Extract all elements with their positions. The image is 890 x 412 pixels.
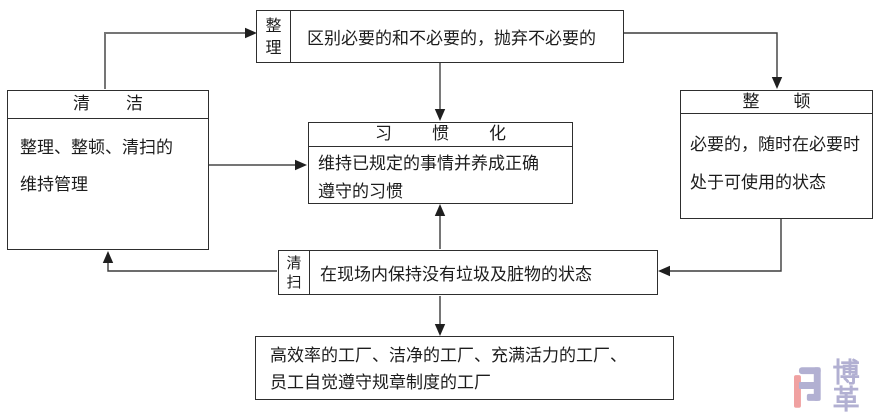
- shukanka-text-line2: 遵守的习惯: [318, 182, 403, 202]
- shukanka-text-line1: 维持已规定的事情并养成正确: [318, 154, 539, 174]
- seiketsu-header: 清洁: [8, 91, 208, 119]
- seisou-label: 清扫: [286, 253, 302, 291]
- seiton-text-line2: 处于可使用的状态: [690, 173, 826, 193]
- seiri-text: 区别必要的和不必要的，抛弃不必要的: [307, 29, 596, 49]
- seiri-label: 整理: [265, 15, 282, 57]
- seisou-box: 清扫 在现场内保持没有垃圾及脏物的状态: [278, 250, 658, 295]
- result-text-line2: 员工自觉遵守规章制度的工厂: [270, 373, 491, 393]
- seiketsu-text-line2: 维持管理: [20, 175, 88, 195]
- seiri-box: 整理 区别必要的和不必要的，抛弃不必要的: [256, 10, 624, 63]
- seiketsu-box: 清洁 整理、整顿、清扫的 维持管理: [7, 90, 209, 250]
- seiri-label-cell: 整理: [257, 11, 291, 62]
- seisou-text: 在现场内保持没有垃圾及脏物的状态: [320, 265, 592, 285]
- result-box: 高效率的工厂、洁净的工厂、充满活力的工厂、 员工自觉遵守规章制度的工厂: [255, 336, 674, 400]
- boge-logo: 博革: [794, 360, 888, 412]
- seiton-text-line1: 必要的，随时在必要时: [690, 135, 860, 155]
- seisou-label-cell: 清扫: [279, 251, 310, 294]
- seiton-header: 整顿: [681, 91, 872, 114]
- shukanka-box: 习惯化 维持已规定的事情并养成正确 遵守的习惯: [308, 122, 573, 204]
- seiketsu-text-line1: 整理、整顿、清扫的: [20, 138, 173, 158]
- boge-logo-mark-icon: [794, 367, 821, 408]
- shukanka-header: 习惯化: [309, 123, 572, 147]
- seiton-box: 整顿 必要的，随时在必要时 处于可使用的状态: [680, 90, 873, 219]
- boge-logo-text: 博革: [832, 358, 861, 412]
- result-text-line1: 高效率的工厂、洁净的工厂、充满活力的工厂、: [270, 346, 627, 366]
